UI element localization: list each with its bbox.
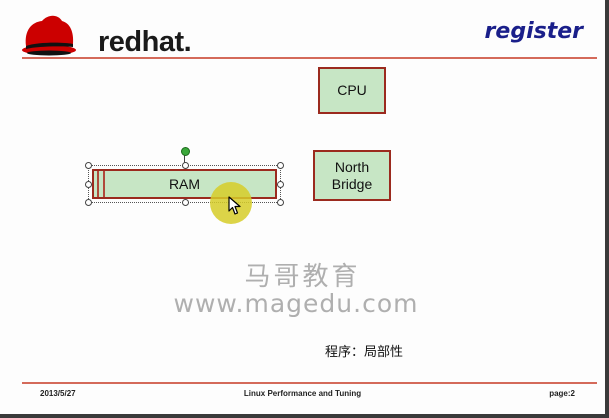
slide-title: register [484, 19, 583, 44]
resize-handle-nw[interactable] [85, 162, 92, 169]
footer-date: 2013/5/27 [40, 389, 76, 398]
north-bridge-label: North Bridge [331, 158, 373, 192]
north-bridge-box[interactable]: North Bridge [313, 150, 391, 201]
footer-title: Linux Performance and Tuning [243, 389, 362, 398]
resize-handle-e[interactable] [277, 181, 284, 188]
watermark-chinese: 马哥教育 [244, 262, 361, 292]
resize-handle-w[interactable] [85, 181, 92, 188]
logo-text: redhat. [98, 26, 192, 58]
cpu-box[interactable]: CPU [318, 67, 386, 114]
resize-handle-se[interactable] [277, 199, 284, 206]
ram-label: RAM [168, 176, 201, 192]
move-cursor-icon [228, 196, 241, 215]
footer-page-number: page:2 [549, 389, 575, 398]
ram-stripe [97, 171, 99, 197]
ram-stripe [103, 171, 105, 197]
cpu-label: CPU [337, 82, 367, 98]
header-divider [22, 57, 597, 59]
resize-handle-sw[interactable] [85, 199, 92, 206]
ram-selection-frame[interactable]: RAM [85, 162, 284, 206]
resize-handle-ne[interactable] [277, 162, 284, 169]
locality-note: 程序：局部性 [325, 345, 404, 360]
redhat-logo: redhat. [18, 10, 192, 58]
footer-divider [22, 382, 597, 384]
watermark-url: www.magedu.com [173, 289, 419, 318]
resize-handle-n[interactable] [182, 162, 189, 169]
rotation-handle-stem [184, 152, 185, 164]
rotation-handle[interactable] [181, 147, 190, 156]
resize-handle-s[interactable] [182, 199, 189, 206]
redhat-shadowman-icon [22, 15, 76, 56]
